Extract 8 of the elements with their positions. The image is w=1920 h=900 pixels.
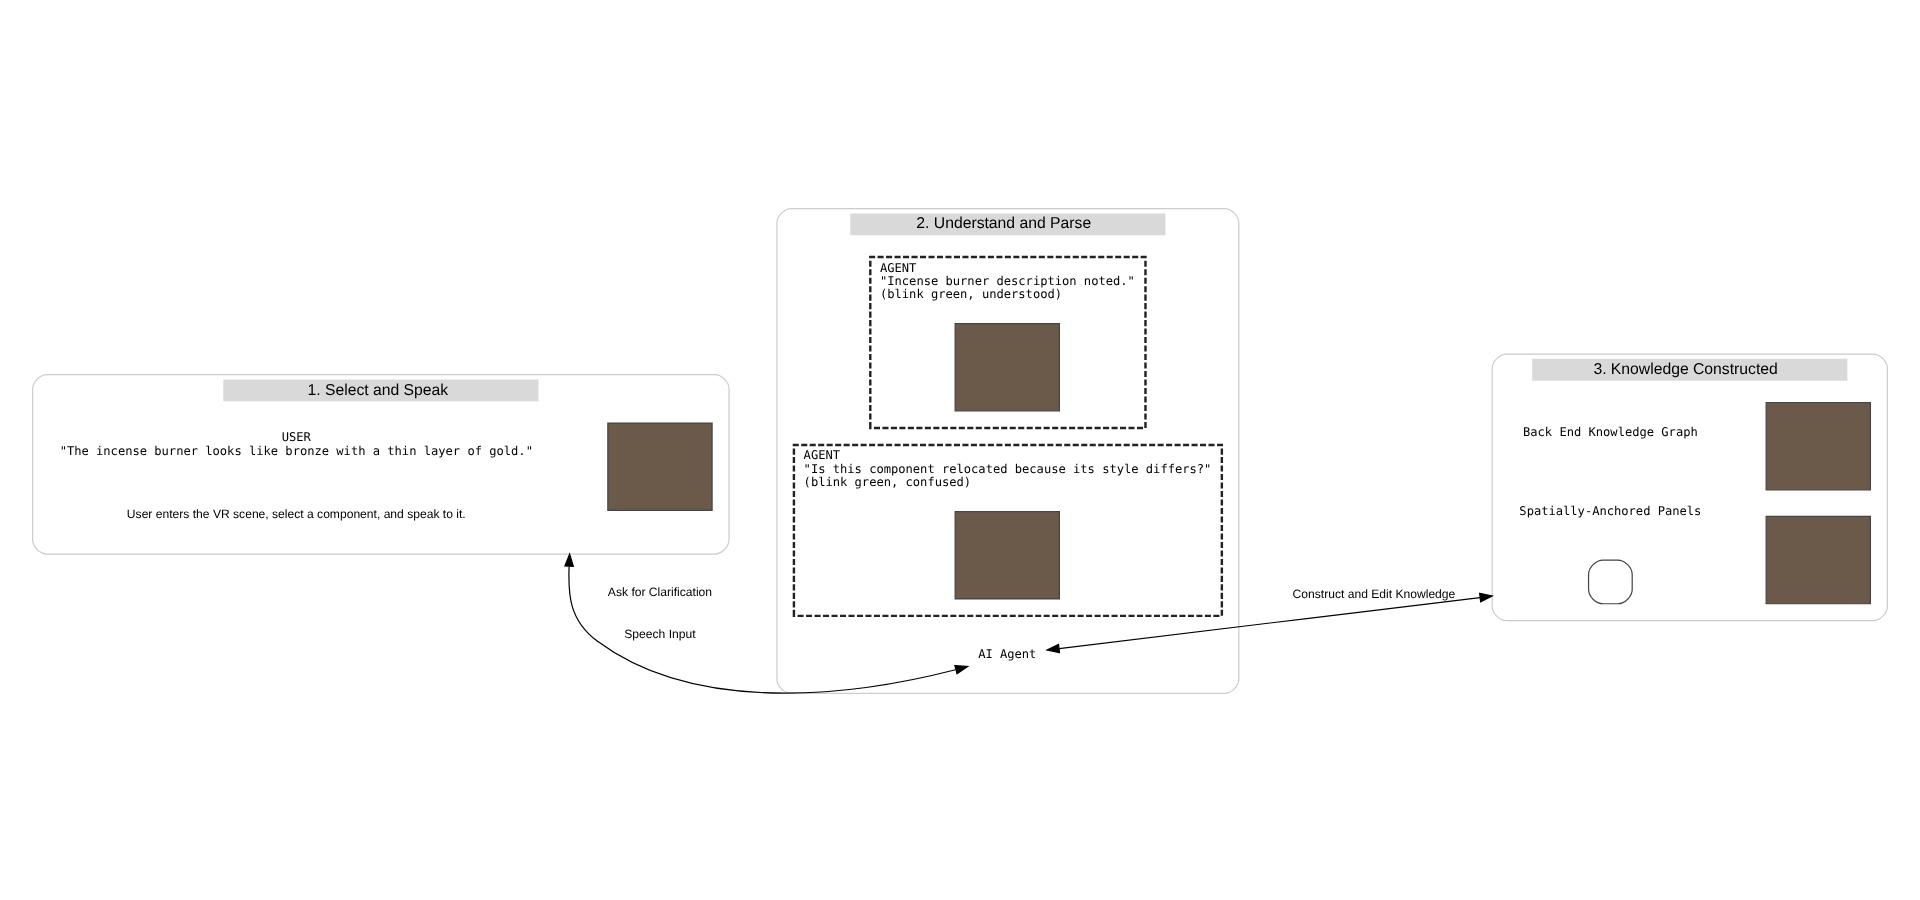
node-box	[954, 322, 1060, 411]
node-box	[954, 510, 1060, 599]
arrow	[564, 551, 970, 693]
arrow	[1045, 591, 1494, 653]
node-box	[1765, 400, 1871, 490]
node-box	[1765, 514, 1871, 604]
node-box	[1587, 558, 1633, 604]
node-box	[607, 421, 713, 510]
